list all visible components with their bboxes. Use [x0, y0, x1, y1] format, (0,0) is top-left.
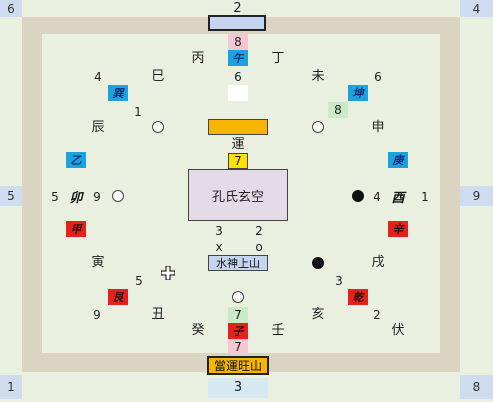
ne-small-number: 8 — [334, 103, 342, 117]
you-label: 酉 — [391, 190, 405, 206]
chou-label: 丑 — [151, 307, 165, 322]
center-n2: 2 — [255, 224, 263, 238]
wei-label: 未 — [311, 69, 325, 84]
gui-label: 癸 — [191, 323, 205, 338]
yun-number: 7 — [234, 154, 242, 168]
mid-right-four: 4 — [373, 190, 381, 204]
xin-tile: 辛 — [388, 221, 408, 237]
yin-label: 寅 — [91, 255, 105, 270]
jia-tile: 甲 — [66, 221, 86, 237]
south-circle — [232, 291, 244, 303]
xun-tile: 巽 — [108, 85, 128, 101]
corner-mid-right: 9 — [460, 186, 493, 206]
lower-three: 3 — [335, 274, 343, 288]
south-pink-number: 7 — [234, 340, 242, 354]
si-label: 巳 — [151, 69, 165, 84]
lower-nine: 9 — [93, 308, 101, 322]
chen-label: 辰 — [91, 120, 105, 135]
hai-label: 亥 — [311, 307, 325, 322]
bottom-number: 3 — [208, 378, 268, 398]
bing-label: 丙 — [191, 51, 205, 66]
ne-number: 6 — [374, 70, 382, 84]
west-circle — [112, 190, 124, 202]
top-six: 6 — [234, 70, 242, 84]
ren-label: 壬 — [271, 323, 285, 338]
water-label: 水神上山 — [216, 257, 260, 270]
center-orange-box — [208, 119, 268, 135]
mao-label: 卯 — [69, 190, 83, 206]
yi-tile: 乙 — [66, 152, 86, 168]
xu-label: 戌 — [371, 255, 385, 270]
top-pink-cell — [228, 34, 248, 50]
corner-top-left: 6 — [0, 0, 22, 17]
center-title-box: 孔氏玄空 — [188, 169, 288, 221]
banner-box: 當運旺山 — [207, 356, 269, 375]
center-o: o — [255, 240, 263, 254]
east-filled-circle — [352, 190, 364, 202]
se-filled-circle — [312, 257, 324, 269]
ne-circle — [312, 121, 324, 133]
corner-mid-left: 5 — [0, 186, 22, 206]
south-green-number: 7 — [234, 308, 242, 322]
geng-tile: 庚 — [388, 152, 408, 168]
nw-number: 4 — [94, 70, 102, 84]
mid-right-one: 1 — [421, 190, 429, 204]
center-x: x — [215, 240, 223, 254]
zi-tile: 子 — [228, 323, 248, 339]
shen-label: 申 — [371, 120, 385, 135]
gen-tile: 艮 — [108, 289, 128, 305]
yun-label: 運 — [231, 137, 245, 152]
yun-yellow-cell — [228, 153, 248, 169]
ding-label: 丁 — [271, 51, 285, 66]
corner-bottom-right: 8 — [460, 375, 493, 399]
center-title: 孔氏玄空 — [211, 189, 264, 205]
banner-text: 當運旺山 — [213, 359, 262, 373]
lower-five: 5 — [135, 274, 143, 288]
nw-small-number: 1 — [134, 105, 142, 119]
nw-circle — [152, 121, 164, 133]
mid-left-nine: 9 — [93, 190, 101, 204]
fu-label: 伏 — [391, 323, 405, 338]
mid-left-five: 5 — [51, 190, 59, 204]
south-green-cell — [228, 307, 248, 323]
qian-tile: 乾 — [348, 289, 368, 305]
move-cursor-icon — [160, 265, 176, 281]
lower-two: 2 — [373, 308, 381, 322]
top-white-box — [228, 85, 248, 101]
top-box — [208, 15, 266, 31]
top-number: 2 — [233, 1, 242, 16]
corner-bottom-left: 1 — [0, 375, 22, 399]
corner-top-right: 4 — [460, 0, 493, 17]
top-pink-number: 8 — [234, 35, 242, 49]
wu-tile: 午 — [228, 50, 248, 66]
water-label-box: 水神上山 — [208, 255, 268, 271]
center-n1: 3 — [215, 224, 223, 238]
south-pink-cell — [228, 339, 248, 354]
kun-tile: 坤 — [348, 85, 368, 101]
ne-green-cell — [328, 102, 348, 118]
